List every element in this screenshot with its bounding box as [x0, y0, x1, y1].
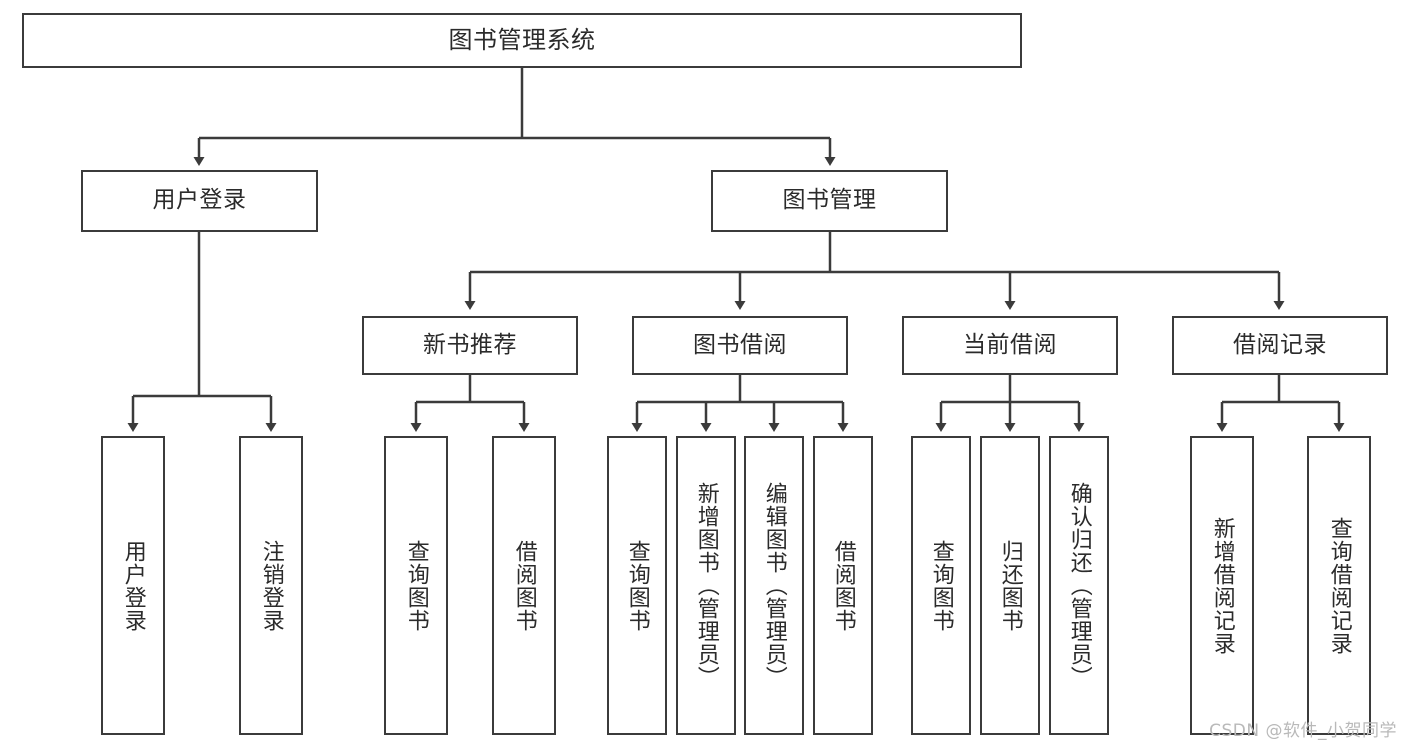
node-borrow-record-label: 借阅记录: [1233, 331, 1327, 358]
leaf-query-book-borrow-label: 查询图书: [624, 539, 650, 632]
leaf-confirm-return-admin-label: 确认归还（管理员）: [1066, 482, 1092, 689]
leaf-user-login-label: 用户登录: [120, 539, 146, 632]
leaf-confirm-return-admin[interactable]: 确认归还（管理员）: [1049, 436, 1109, 735]
node-book-management[interactable]: 图书管理: [711, 170, 948, 232]
node-borrow-record[interactable]: 借阅记录: [1172, 316, 1388, 375]
leaf-borrow-book-recommend[interactable]: 借阅图书: [492, 436, 556, 735]
node-root-label: 图书管理系统: [448, 26, 596, 55]
leaf-logout-label: 注销登录: [258, 539, 284, 632]
leaf-add-borrow-record-label: 新增借阅记录: [1209, 516, 1235, 655]
node-new-book-recommend[interactable]: 新书推荐: [362, 316, 578, 375]
leaf-return-book-label: 归还图书: [997, 539, 1023, 632]
node-root[interactable]: 图书管理系统: [22, 13, 1022, 68]
leaf-add-book-admin-label: 新增图书（管理员）: [693, 482, 719, 689]
leaf-query-book-recommend-label: 查询图书: [403, 539, 429, 632]
node-user-login-label: 用户登录: [152, 187, 247, 214]
node-book-borrow[interactable]: 图书借阅: [632, 316, 848, 375]
leaf-query-borrow-record[interactable]: 查询借阅记录: [1307, 436, 1371, 735]
node-current-borrow[interactable]: 当前借阅: [902, 316, 1118, 375]
node-current-borrow-label: 当前借阅: [963, 331, 1057, 358]
leaf-edit-book-admin-label: 编辑图书（管理员）: [761, 482, 787, 689]
watermark-text: CSDN @软件_小贺同学: [1209, 721, 1397, 741]
leaf-add-book-admin[interactable]: 新增图书（管理员）: [676, 436, 736, 735]
leaf-query-book-current[interactable]: 查询图书: [911, 436, 971, 735]
leaf-borrow-book[interactable]: 借阅图书: [813, 436, 873, 735]
leaf-logout[interactable]: 注销登录: [239, 436, 303, 735]
leaf-query-book-current-label: 查询图书: [928, 539, 954, 632]
leaf-user-login[interactable]: 用户登录: [101, 436, 165, 735]
leaf-borrow-book-recommend-label: 借阅图书: [511, 539, 537, 632]
node-new-book-recommend-label: 新书推荐: [423, 331, 517, 358]
node-user-login[interactable]: 用户登录: [81, 170, 318, 232]
node-book-management-label: 图书管理: [782, 187, 877, 214]
node-book-borrow-label: 图书借阅: [693, 331, 787, 358]
leaf-borrow-book-label: 借阅图书: [830, 539, 856, 632]
leaf-query-book-recommend[interactable]: 查询图书: [384, 436, 448, 735]
leaf-query-borrow-record-label: 查询借阅记录: [1326, 516, 1352, 655]
leaf-query-book-borrow[interactable]: 查询图书: [607, 436, 667, 735]
leaf-return-book[interactable]: 归还图书: [980, 436, 1040, 735]
leaf-edit-book-admin[interactable]: 编辑图书（管理员）: [744, 436, 804, 735]
leaf-add-borrow-record[interactable]: 新增借阅记录: [1190, 436, 1254, 735]
